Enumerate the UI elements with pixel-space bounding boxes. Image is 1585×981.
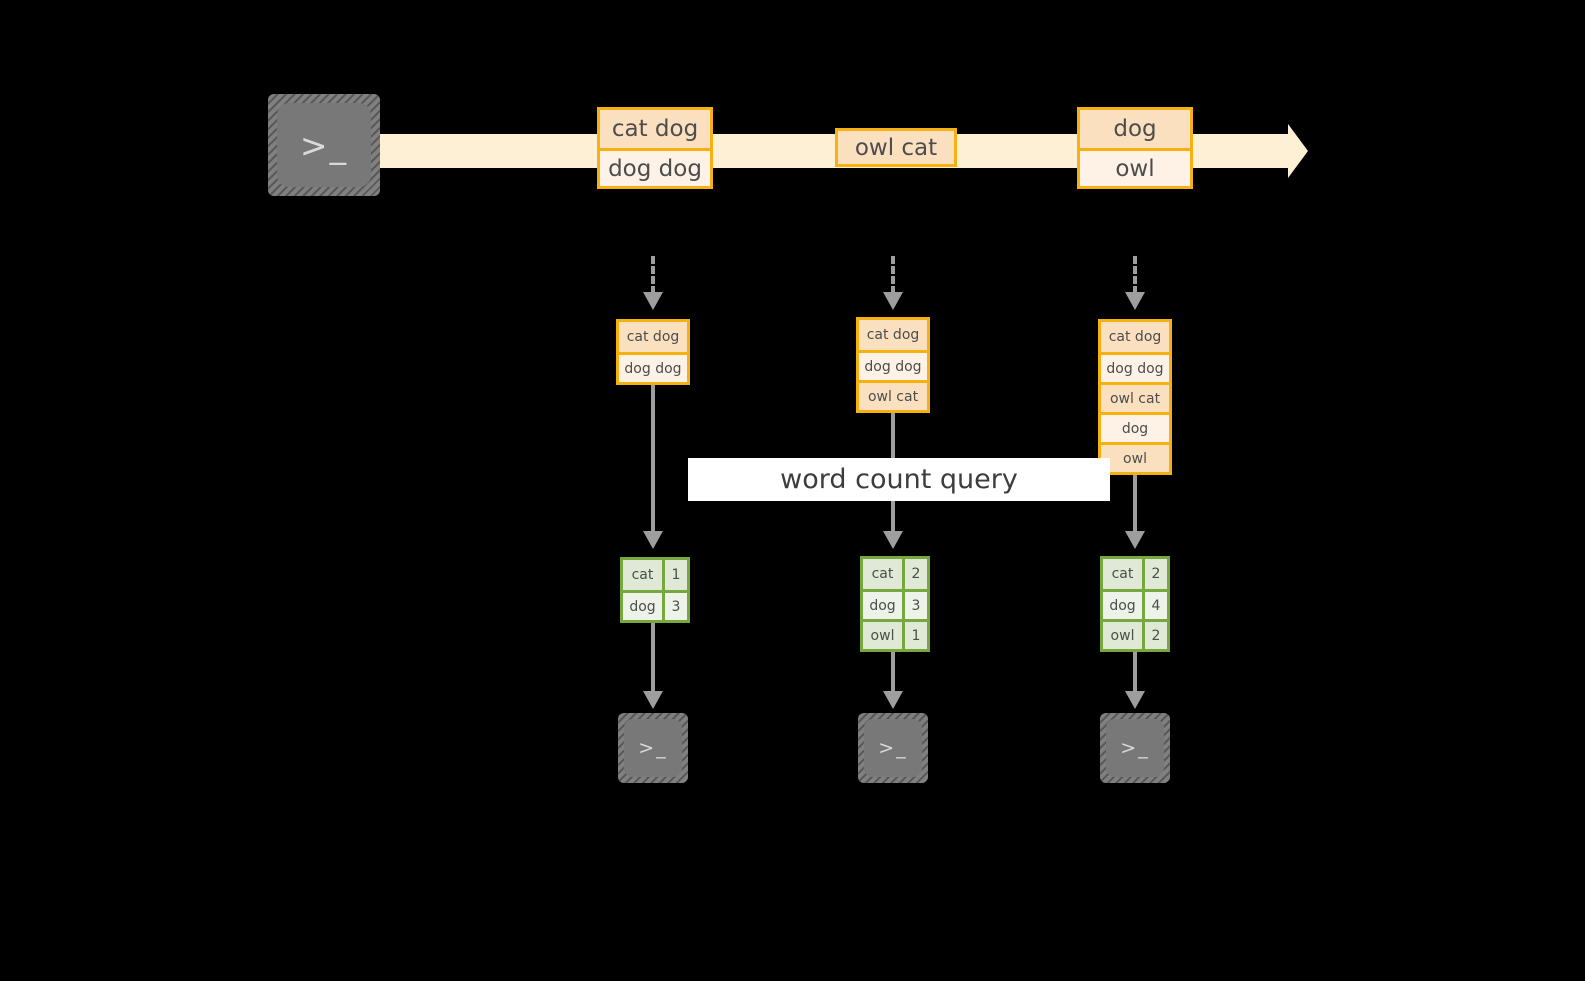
buffer-line: cat dog <box>1101 322 1169 352</box>
buffer-line: dog dog <box>619 352 687 382</box>
buffer-line: owl <box>1101 442 1169 472</box>
buffer-line: dog dog <box>1101 352 1169 382</box>
sink-terminal-icon-2: >_ <box>858 713 928 783</box>
stream-to-buffer-connector-3 <box>1133 256 1137 294</box>
stream-record-line: dog dog <box>600 148 710 186</box>
word-cell: owl <box>863 622 905 649</box>
count-cell: 4 <box>1145 592 1167 619</box>
buffer-stack-1: cat dog dog dog <box>616 319 690 385</box>
result-to-sink-arrowhead-2 <box>883 691 903 709</box>
count-cell: 2 <box>1145 559 1167 589</box>
count-cell: 3 <box>905 592 927 619</box>
sink-terminal-icon-3: >_ <box>1100 713 1170 783</box>
buffer-line: owl cat <box>859 380 927 410</box>
result-to-sink-arrowhead-1 <box>643 691 663 709</box>
count-cell: 3 <box>665 593 687 620</box>
buffer-line: dog <box>1101 412 1169 442</box>
buffer-line: cat dog <box>859 320 927 350</box>
count-cell: 1 <box>665 560 687 590</box>
stream-record-3: dog owl <box>1077 107 1193 189</box>
buffer-stack-3: cat dog dog dog owl cat dog owl <box>1098 319 1172 475</box>
table-row: owl 2 <box>1103 619 1167 649</box>
terminal-prompt-glyph: >_ <box>1120 737 1150 759</box>
buffer-stack-2: cat dog dog dog owl cat <box>856 317 930 413</box>
buffer-to-result-arrowhead-3 <box>1125 531 1145 549</box>
buffer-line: dog dog <box>859 350 927 380</box>
stream-record-line: cat dog <box>600 110 710 148</box>
word-cell: cat <box>1103 559 1145 589</box>
buffer-to-result-connector-3 <box>1133 475 1137 533</box>
source-terminal-icon: >_ <box>268 94 380 196</box>
terminal-screen: >_ <box>277 103 371 187</box>
count-cell: 1 <box>905 622 927 649</box>
table-row: owl 1 <box>863 619 927 649</box>
result-table-3: cat 2 dog 4 owl 2 <box>1100 556 1170 652</box>
terminal-screen: >_ <box>1106 719 1164 777</box>
buffer-to-result-arrowhead-1 <box>643 531 663 549</box>
stream-to-buffer-arrowhead-3 <box>1125 292 1145 310</box>
result-table-2: cat 2 dog 3 owl 1 <box>860 556 930 652</box>
terminal-prompt-glyph: >_ <box>878 737 908 759</box>
result-to-sink-connector-2 <box>891 652 895 693</box>
stream-record-line: owl <box>1080 148 1190 186</box>
query-label: word count query <box>688 458 1110 501</box>
stream-to-buffer-connector-1 <box>651 256 655 294</box>
terminal-prompt-glyph: >_ <box>638 737 668 759</box>
stream-record-1: cat dog dog dog <box>597 107 713 189</box>
word-cell: cat <box>623 560 665 590</box>
word-cell: owl <box>1103 622 1145 649</box>
word-cell: cat <box>863 559 905 589</box>
table-row: cat 2 <box>1103 559 1167 589</box>
buffer-to-result-arrowhead-2 <box>883 531 903 549</box>
word-cell: dog <box>863 592 905 619</box>
result-to-sink-connector-3 <box>1133 652 1137 693</box>
stream-record-line: dog <box>1080 110 1190 148</box>
table-row: dog 3 <box>863 589 927 619</box>
word-cell: dog <box>623 593 665 620</box>
stream-arrow-head <box>1288 124 1308 178</box>
count-cell: 2 <box>1145 622 1167 649</box>
result-to-sink-connector-1 <box>651 623 655 693</box>
terminal-screen: >_ <box>624 719 682 777</box>
buffer-to-result-connector-1 <box>651 385 655 533</box>
result-table-1: cat 1 dog 3 <box>620 557 690 623</box>
stream-record-line: owl cat <box>838 131 954 164</box>
stream-to-buffer-connector-2 <box>891 256 895 294</box>
table-row: cat 2 <box>863 559 927 589</box>
stream-record-2: owl cat <box>835 128 957 167</box>
stream-to-buffer-arrowhead-2 <box>883 292 903 310</box>
word-cell: dog <box>1103 592 1145 619</box>
stream-to-buffer-arrowhead-1 <box>643 292 663 310</box>
buffer-line: cat dog <box>619 322 687 352</box>
table-row: cat 1 <box>623 560 687 590</box>
count-cell: 2 <box>905 559 927 589</box>
terminal-prompt-glyph: >_ <box>299 125 349 165</box>
buffer-line: owl cat <box>1101 382 1169 412</box>
table-row: dog 4 <box>1103 589 1167 619</box>
sink-terminal-icon-1: >_ <box>618 713 688 783</box>
result-to-sink-arrowhead-3 <box>1125 691 1145 709</box>
terminal-screen: >_ <box>864 719 922 777</box>
table-row: dog 3 <box>623 590 687 620</box>
